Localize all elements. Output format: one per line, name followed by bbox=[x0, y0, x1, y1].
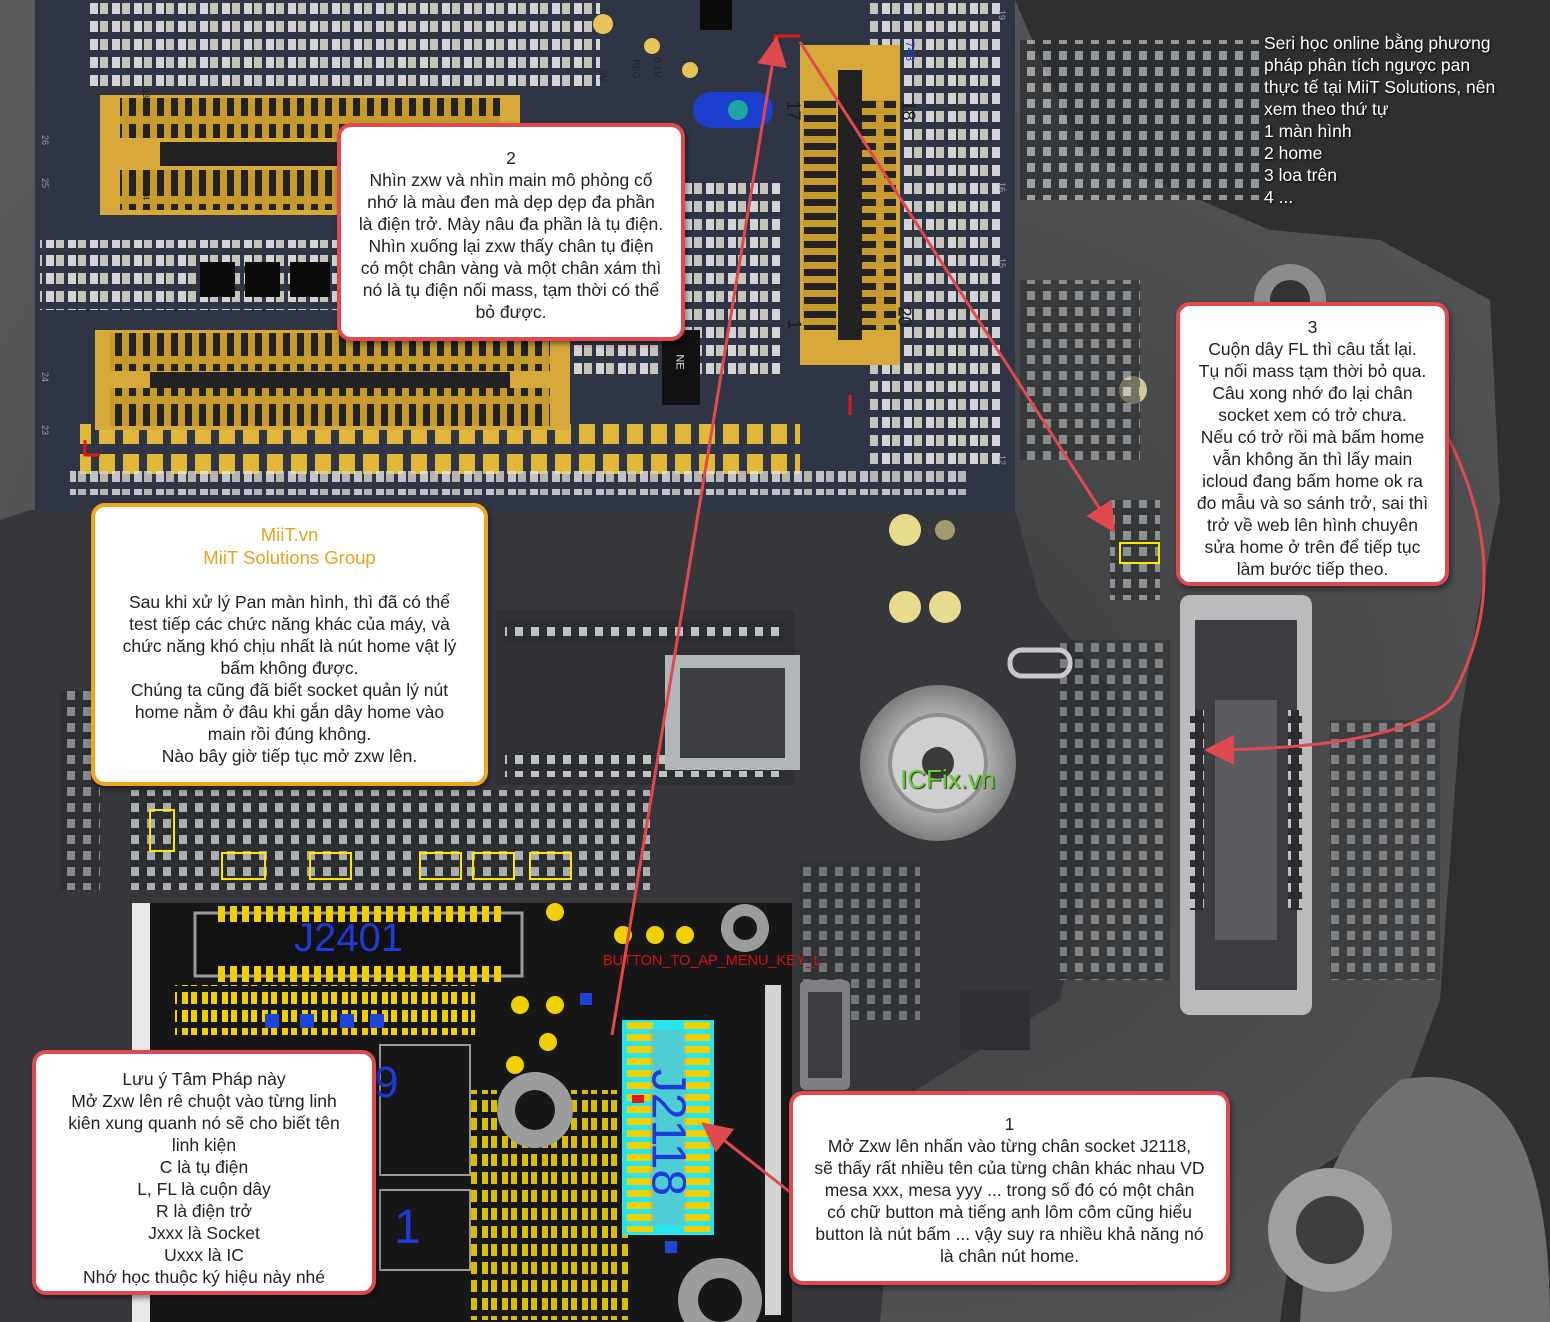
note-line: Cuộn dây FL thì câu tắt lại. bbox=[1208, 339, 1417, 359]
note-tam-phap: Lưu ý Tâm Pháp này Mở Zxw lên rê chuột v… bbox=[32, 1050, 376, 1295]
note-line: Sau khi xử lý Pan màn hình, thì đã có th… bbox=[128, 592, 451, 612]
connector-label-j2401: J2401 bbox=[294, 916, 403, 960]
intro-line: Seri học online bằng phương bbox=[1264, 33, 1491, 53]
note-line: 2 bbox=[506, 148, 516, 168]
note-line: Nhớ học thuộc ký hiệu này nhé bbox=[82, 1267, 326, 1287]
intro-line: 3 loa trên bbox=[1264, 165, 1337, 185]
note-line: Nếu có trở rồi mà bấm home bbox=[1200, 427, 1425, 447]
intro-line: 4 ... bbox=[1264, 187, 1294, 207]
note-line: socket xem có trở chưa. bbox=[1218, 405, 1407, 425]
signal-label-button-to-ap: BUTTON_TO_AP_MENU_KEY_L bbox=[603, 953, 822, 969]
intro-line: 2 home bbox=[1264, 143, 1323, 163]
note-step-1: 1 Mở Zxw lên nhấn vào từng chân socket J… bbox=[789, 1091, 1230, 1285]
intro-series-text: Seri học online bằng phương pháp phân tí… bbox=[1264, 32, 1495, 208]
note-line: vẫn không ăn thì lấy main bbox=[1212, 449, 1413, 469]
note-line: Lưu ý Tâm Pháp này bbox=[122, 1069, 286, 1089]
note-line: chức năng khó chịu nhất là nút home vật … bbox=[122, 636, 457, 656]
watermark-icfix: ICFix.vn bbox=[900, 764, 996, 794]
note-line: 3 bbox=[1307, 317, 1318, 337]
note-line: có một chân vàng và một chân xám thì bbox=[360, 258, 662, 278]
note-spacer bbox=[105, 569, 474, 591]
note-line: home nằm ở đâu khi gắn dây home vào bbox=[134, 702, 445, 722]
note-line: trở về web lên hình chuyên bbox=[1207, 515, 1418, 535]
note-step-2: 2 Nhìn zxw và nhìn main mô phỏng cố nhớ … bbox=[337, 123, 685, 341]
note-line: button là nút bấm ... vậy suy ra nhiều k… bbox=[815, 1224, 1204, 1244]
note-line: Nào bây giờ tiếp tục mở zxw lên. bbox=[161, 746, 418, 766]
note-line: nó là tụ điện nối mass, tạm thời có thể bbox=[362, 280, 660, 300]
note-line: Nhìn zxw và nhìn main mô phỏng cố bbox=[369, 170, 653, 190]
note-line: Câu xong nhớ đo lại chân bbox=[1212, 383, 1413, 403]
brand-miit-vn: MiiT.vn bbox=[260, 524, 319, 545]
note-line: bỏ được. bbox=[475, 302, 547, 322]
note-line: linh kiện bbox=[171, 1135, 237, 1155]
note-line: L, FL là cuộn dây bbox=[137, 1179, 271, 1199]
intro-line: xem theo thứ tự bbox=[1264, 99, 1389, 119]
note-line: test tiếp các chức năng khác của máy, và bbox=[129, 614, 450, 634]
intro-line: thực tế tại MiiT Solutions, nên bbox=[1264, 77, 1496, 97]
note-line: sẽ thấy rất nhiều tên của từng chân khác… bbox=[814, 1158, 1205, 1178]
note-line: Nhìn xuống lại zxw thấy chân tụ điện bbox=[368, 236, 654, 256]
note-line: có chữ button mà tiếng anh lôm côm cũng … bbox=[827, 1202, 1192, 1222]
note-line: R là điện trở bbox=[155, 1201, 253, 1221]
note-line: nhớ là màu đen mà dẹp dẹp đa phần bbox=[367, 192, 655, 212]
note-line: là điện trở. Mày nâu đa phần là tụ điện. bbox=[358, 214, 664, 234]
note-line: Uxxx là IC bbox=[164, 1245, 244, 1265]
note-line: Chúng ta cũng đã biết socket quản lý nút bbox=[130, 680, 449, 700]
note-line: Mở Zxw lên nhấn vào từng chân socket J21… bbox=[827, 1136, 1192, 1156]
note-line: icloud đang bấm home ok ra bbox=[1202, 471, 1423, 491]
note-line: làm bước tiếp theo. bbox=[1236, 559, 1389, 579]
part-label-9: 9 bbox=[374, 1058, 399, 1107]
note-line: sửa home ở trên để tiếp tục bbox=[1204, 537, 1421, 557]
note-line: kiên xung quanh nó sẽ cho biết tên bbox=[68, 1113, 340, 1133]
note-step-3: 3 Cuộn dây FL thì câu tắt lại. Tụ nối ma… bbox=[1176, 302, 1449, 586]
intro-line: 1 màn hình bbox=[1264, 121, 1352, 141]
brand-miit-solutions: MiiT Solutions Group bbox=[203, 547, 376, 568]
part-label-1: 1 bbox=[394, 1201, 421, 1254]
note-miit-intro: MiiT.vn MiiT Solutions Group Sau khi xử … bbox=[91, 503, 488, 786]
note-line: đo mẫu và so sánh trở, sai thì bbox=[1196, 493, 1429, 513]
note-line: là chân nút home. bbox=[939, 1246, 1080, 1266]
note-line: C là tụ điện bbox=[159, 1157, 249, 1177]
note-line: bấm không được. bbox=[220, 658, 359, 678]
note-line: 1 bbox=[1004, 1114, 1015, 1134]
note-line: Tụ nối mass tạm thời bỏ qua. bbox=[1198, 361, 1427, 381]
note-line: mesa xxx, mesa yyy ... trong số đó có mộ… bbox=[824, 1180, 1195, 1200]
note-line: main rồi đúng không. bbox=[207, 724, 372, 744]
intro-line: pháp phân tích ngược pan bbox=[1264, 55, 1471, 75]
note-line: Jxxx là Socket bbox=[148, 1223, 260, 1243]
note-line: Mở Zxw lên rê chuột vào từng linh bbox=[71, 1091, 337, 1111]
